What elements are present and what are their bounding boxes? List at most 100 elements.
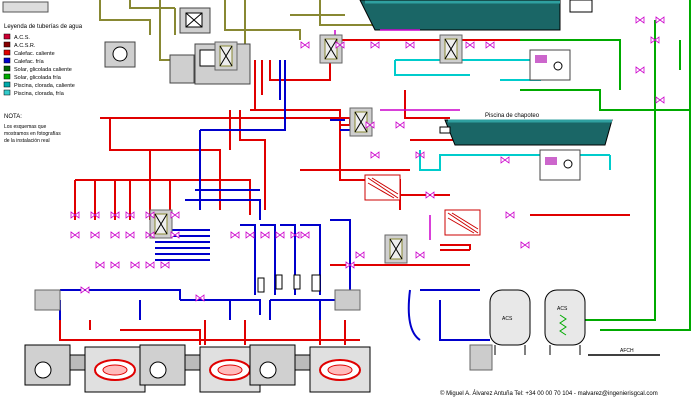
legend-label: A.C.S. (14, 35, 30, 41)
valve-icon (125, 211, 135, 219)
valve-icon (145, 261, 155, 269)
valve-icon (520, 241, 530, 249)
pool-skimmer (569, 0, 593, 13)
heat-exchanger (214, 41, 238, 71)
main-pool (359, 0, 561, 31)
valves (70, 16, 665, 302)
valve-icon (370, 151, 380, 159)
valve-icon (245, 231, 255, 239)
valve-icon (655, 96, 665, 104)
valve-icon (415, 251, 425, 259)
heat-exchanger (439, 34, 463, 64)
heat-exchanger (349, 107, 373, 137)
note-title: NOTA: (4, 114, 22, 120)
circulation-pumps (257, 274, 321, 293)
legend-swatch (3, 49, 11, 56)
cold-water-supply: AFCH (407, 289, 660, 356)
note-line-3: de la instalación real (4, 138, 50, 144)
valve-icon (145, 211, 155, 219)
valve-icon (110, 211, 120, 219)
legend: Leyenda de tuberías de agua A.C.S. A.C.S.… (3, 24, 83, 97)
legend-label: Piscina, clorada, caliente (14, 83, 75, 89)
valve-icon (90, 211, 100, 219)
note-line-1: Los esquemas que (4, 124, 46, 130)
treatment-box-1 (529, 49, 571, 81)
valve-icon (95, 261, 105, 269)
valve-icon (345, 261, 355, 269)
valve-icon (655, 16, 665, 24)
wading-pool-label: Piscina de chapoteo (485, 113, 540, 119)
heat-exchanger (149, 209, 173, 239)
note-block: NOTA: Los esquemas que mostramos en foto… (4, 114, 61, 144)
heat-exchanger (384, 234, 408, 264)
legend-label: Piscina, clorada, fría (14, 91, 65, 97)
legend-label: A.C.S.R. (14, 43, 36, 49)
valve-icon (335, 41, 345, 49)
solar-piping (520, 0, 691, 331)
acs-tank-1: ACS (489, 289, 531, 355)
legend-swatch (3, 65, 11, 72)
valve-icon (505, 211, 515, 219)
heat-exchanger (319, 34, 343, 64)
acs-tank-2: ACS (544, 289, 586, 355)
valve-icon (300, 231, 310, 239)
pump-box (169, 54, 195, 84)
valve-icon (355, 251, 365, 259)
note-line-2: mostramos en fotografías (4, 131, 61, 137)
valve-icon (90, 231, 100, 239)
valve-icon (635, 66, 645, 74)
legend-swatch (3, 81, 11, 88)
header-box (2, 1, 49, 13)
copyright-footer: © Miguel A. Álvarez Antuña Tel: +34 00 0… (440, 390, 658, 397)
valve-icon (230, 231, 240, 239)
legend-label: Solar, glicolada caliente (14, 67, 72, 73)
valve-icon (145, 231, 155, 239)
valve-icon (485, 41, 495, 49)
valve-icon (110, 261, 120, 269)
boiler-3 (249, 344, 371, 393)
valve-icon (110, 231, 120, 239)
legend-swatch (3, 41, 11, 48)
wading-pool: Piscina de chapoteo (444, 113, 613, 146)
legend-swatch (3, 73, 11, 80)
valve-icon (365, 121, 375, 129)
legend-swatch (3, 89, 11, 96)
valve-icon (70, 231, 80, 239)
valve-icon (395, 121, 405, 129)
legend-title: Leyenda de tuberías de agua (4, 24, 83, 30)
valve-icon (130, 261, 140, 269)
legend-label: Calefac. fría (14, 59, 45, 65)
valve-icon (370, 41, 380, 49)
valve-icon (300, 41, 310, 49)
afch-label: AFCH (620, 348, 634, 354)
olive-piping-group (99, 0, 380, 61)
magenta-piping (334, 29, 460, 240)
valve-icon (425, 191, 435, 199)
legend-swatch (3, 33, 11, 40)
valve-icon (415, 151, 425, 159)
expansion-vessels (34, 289, 493, 371)
valve-icon (500, 156, 510, 164)
boiler-2 (139, 344, 261, 393)
valve-icon (160, 261, 170, 269)
legend-label: Calefac. caliente (14, 51, 55, 57)
valve-icon (465, 41, 475, 49)
heat-exchangers (149, 34, 463, 264)
valve-icon (290, 231, 300, 239)
pool-skimmer (439, 126, 451, 134)
fan-icon (112, 46, 128, 62)
valve-icon (80, 286, 90, 294)
legend-label: Solar, glicolada fría (14, 75, 62, 81)
valve-icon (170, 231, 180, 239)
valve-icon (405, 41, 415, 49)
valve-icon (195, 294, 205, 302)
valve-icon (125, 231, 135, 239)
valve-icon (70, 211, 80, 219)
boilers (24, 344, 371, 393)
valve-icon (650, 36, 660, 44)
valve-icon (635, 16, 645, 24)
boiler-1 (24, 344, 146, 393)
solar-panels (364, 174, 481, 236)
